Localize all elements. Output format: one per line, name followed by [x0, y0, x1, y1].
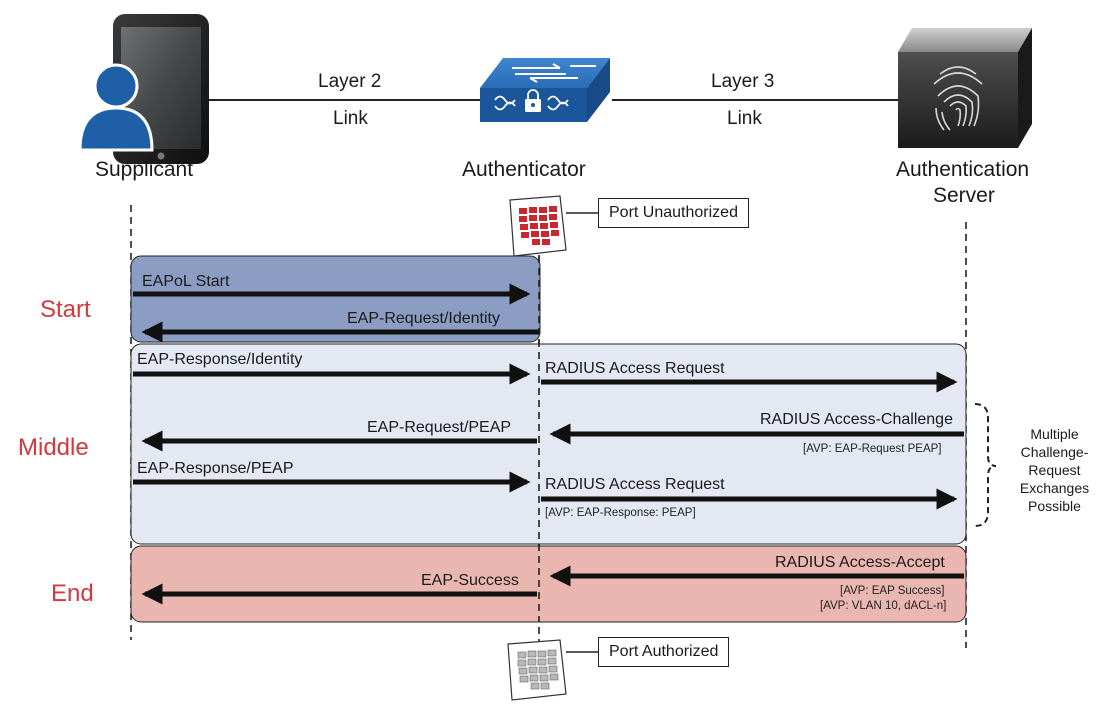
avp-eap-request-peap: [AVP: EAP-Request PEAP]	[803, 443, 942, 455]
avp-eap-response-peap: [AVP: EAP-Response: PEAP]	[545, 507, 696, 519]
msg-radius-access-request-2: RADIUS Access Request	[545, 476, 725, 493]
red-port-icon	[509, 195, 567, 257]
network-switch-icon	[480, 58, 610, 122]
authenticator-label: Authenticator	[462, 158, 586, 181]
phase-start-label: Start	[40, 296, 91, 323]
msg-radius-access-request-1: RADIUS Access Request	[545, 360, 725, 377]
multiple-exchanges-note: Multiple Challenge- Request Exchanges Po…	[1007, 425, 1102, 515]
middle-phase-box	[130, 343, 967, 545]
exchanges-bracket	[974, 403, 997, 527]
fingerprint-server-icon	[898, 28, 1032, 148]
msg-radius-access-challenge: RADIUS Access-Challenge	[760, 411, 953, 428]
msg-eap-success: EAP-Success	[421, 572, 519, 589]
port-unauthorized-callout: Port Unauthorized	[598, 198, 749, 228]
note-line-5: Possible	[1028, 498, 1081, 514]
avp-eap-success: [AVP: EAP Success]	[840, 585, 945, 597]
layer2-link-label: Link	[333, 108, 368, 129]
note-line-1: Multiple	[1030, 426, 1079, 442]
server-label-line2: Server	[933, 184, 995, 207]
port-authorized-callout: Port Authorized	[598, 637, 730, 667]
msg-eap-response-identity: EAP-Response/Identity	[137, 351, 303, 368]
note-line-4: Exchanges	[1019, 480, 1090, 496]
phase-middle-label: Middle	[18, 434, 89, 461]
msg-eapol-start: EAPoL Start	[142, 273, 230, 290]
avp-vlan: [AVP: VLAN 10, dACL-n]	[820, 600, 947, 612]
layer2-label: Layer 2	[318, 71, 382, 92]
gray-port-icon	[507, 639, 567, 701]
supplicant-label: Supplicant	[95, 158, 194, 181]
msg-eap-request-peap: EAP-Request/PEAP	[367, 419, 512, 436]
start-phase-box	[130, 255, 541, 343]
layer3-link-label: Link	[727, 108, 762, 129]
msg-radius-access-accept: RADIUS Access-Accept	[775, 554, 945, 571]
user-with-tablet-icon	[78, 14, 209, 164]
msg-eap-response-peap: EAP-Response/PEAP	[137, 460, 294, 477]
note-line-3: Request	[1028, 462, 1081, 478]
note-line-2: Challenge-	[1020, 444, 1089, 460]
phase-end-label: End	[51, 580, 94, 607]
server-label-line1: Authentication	[896, 158, 1030, 181]
layer3-label: Layer 3	[711, 71, 775, 92]
end-phase-box	[130, 545, 967, 623]
msg-eap-request-identity: EAP-Request/Identity	[347, 310, 500, 327]
